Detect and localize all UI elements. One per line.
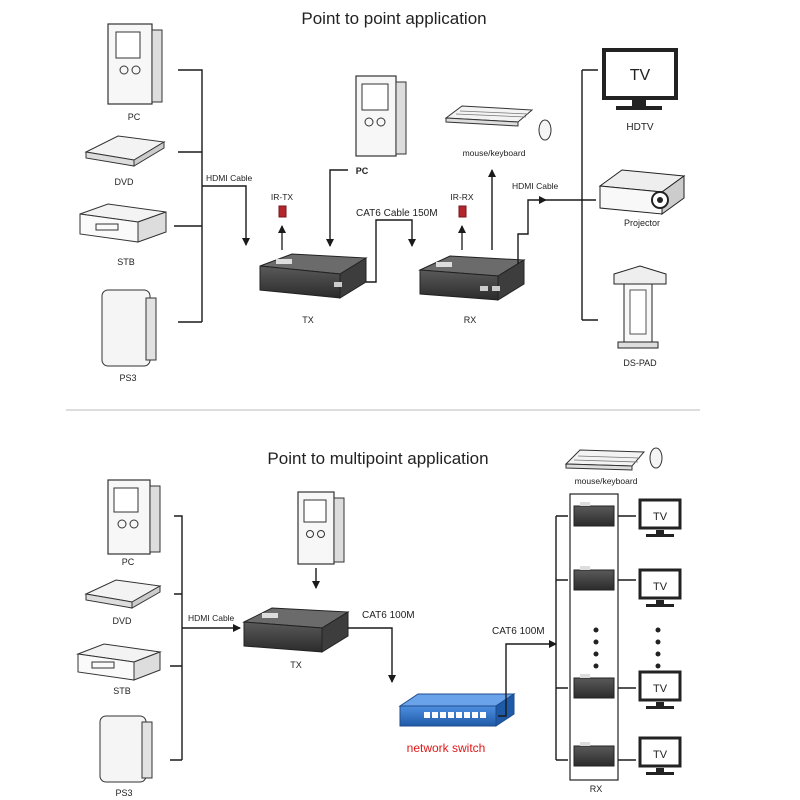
ellipsis-dots	[593, 627, 661, 669]
rx-unit	[573, 502, 615, 527]
tv-icon	[638, 568, 682, 607]
bottom-ps3-icon	[99, 715, 153, 783]
bottom-center-pc-icon	[297, 491, 345, 565]
bottom-pc-label: PC	[122, 557, 135, 567]
top-center-pc-label: PC	[356, 166, 369, 176]
rx-unit	[573, 674, 615, 699]
top-ir-rx-icon	[458, 205, 467, 218]
top-mouse-keyboard-label: mouse/keyboard	[463, 148, 526, 158]
top-stb-label: STB	[117, 257, 135, 267]
top-pc-tower-icon	[107, 23, 163, 105]
bottom-hdmi-cable-label: HDMI Cable	[188, 613, 235, 623]
top-ir-tx-icon	[278, 205, 287, 218]
top-projector-icon	[598, 169, 686, 215]
bottom-stb-icon	[76, 643, 162, 681]
top-hdmi-cable-label-left: HDMI Cable	[206, 173, 253, 183]
top-cat6-link	[366, 219, 416, 283]
network-switch-label: network switch	[407, 741, 486, 755]
top-ps3-icon	[101, 289, 157, 367]
top-title: Point to point application	[301, 9, 486, 28]
bottom-ps3-label: PS3	[115, 788, 132, 798]
top-source-bus-line	[174, 69, 203, 323]
top-display-bus-line	[546, 69, 598, 321]
bottom-rx-label: RX	[590, 784, 603, 794]
top-tv-icon	[602, 48, 678, 110]
bottom-tx-label: TX	[290, 660, 302, 670]
bottom-cat6-left-label: CAT6 100M	[362, 610, 415, 621]
top-center-pc-icon	[355, 75, 407, 157]
bottom-stb-label: STB	[113, 686, 131, 696]
bottom-cat6-right-link	[498, 640, 557, 717]
top-rx-extender-box	[418, 255, 526, 301]
bottom-cat6-right-label: CAT6 100M	[492, 626, 545, 637]
tv-screen-text: TV	[653, 511, 668, 523]
bottom-dvd-label: DVD	[112, 616, 132, 626]
tv-icon	[638, 498, 682, 537]
top-ir-rx-label: IR-RX	[450, 192, 473, 202]
top-ps3-label: PS3	[119, 373, 136, 383]
top-stb-icon	[79, 203, 167, 243]
top-dvd-icon	[84, 135, 166, 167]
bottom-mouse-keyboard-label: mouse/keyboard	[575, 476, 638, 486]
top-tx-label: TX	[302, 315, 314, 325]
top-ds-pad-icon	[613, 265, 667, 349]
bottom-title: Point to multipoint application	[267, 449, 488, 468]
top-hdtv-label: HDTV	[626, 122, 654, 133]
rx-stack-frame	[569, 493, 619, 781]
bottom-pc-tower-icon	[107, 479, 161, 555]
tv-screen-text: TV	[653, 749, 668, 761]
top-pc-to-tx-line	[326, 169, 348, 247]
top-rx-label: RX	[464, 315, 477, 325]
top-tx-extender-box	[259, 253, 368, 299]
bottom-dvd-icon	[84, 579, 162, 609]
rx-to-tv-lines	[618, 515, 636, 761]
tv-screen-text: TV	[653, 683, 668, 695]
bottom-keyboard-icon	[564, 449, 646, 471]
rx-unit	[573, 742, 615, 767]
top-dvd-label: DVD	[114, 177, 134, 187]
network-switch-icon	[398, 693, 516, 727]
bottom-cat6-left-link	[348, 627, 396, 683]
top-ds-pad-label: DS-PAD	[623, 358, 657, 368]
bottom-source-bus-line	[170, 515, 183, 761]
rx-unit	[573, 566, 615, 591]
top-ir-tx-label: IR-TX	[271, 192, 294, 202]
tv-icon	[638, 736, 682, 775]
bottom-tx-extender-box	[242, 607, 350, 653]
top-keyboard-icon	[444, 105, 534, 127]
top-projector-label: Projector	[624, 218, 660, 228]
top-hdmi-cable-label-right: HDMI Cable	[512, 181, 559, 191]
top-cat6-label: CAT6 Cable 150M	[356, 208, 438, 219]
top-rx-to-displays-line	[517, 196, 547, 264]
top-tv-screen-text: TV	[630, 67, 651, 84]
top-hdmi-to-tx-line	[202, 185, 250, 246]
tv-icon	[638, 670, 682, 709]
bottom-mouse-icon	[649, 447, 663, 469]
tv-screen-text: TV	[653, 581, 668, 593]
bottom-rx-bus-line	[555, 515, 568, 761]
top-pc-label: PC	[128, 112, 141, 122]
top-mouse-icon	[538, 119, 552, 141]
